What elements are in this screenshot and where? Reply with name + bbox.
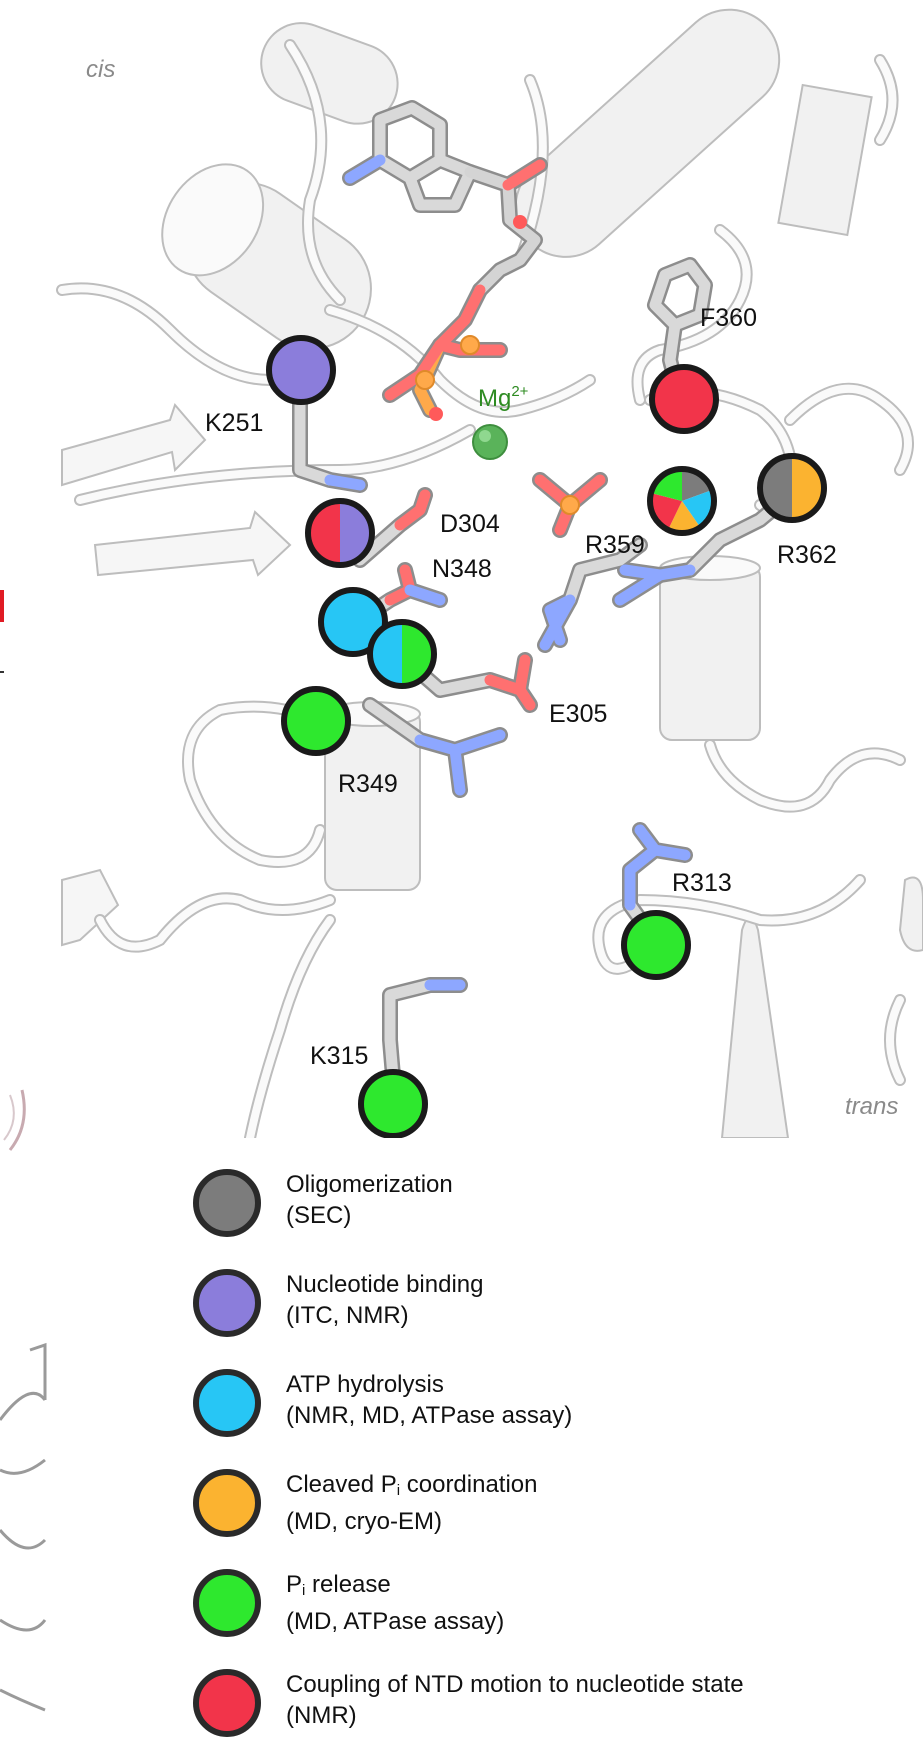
legend-text-oligomerization: Oligomerization (SEC) <box>286 1169 453 1231</box>
legend-text-pi-release: Pi release (MD, ATPase assay) <box>286 1569 504 1637</box>
legend-item-pi-release: Pi release (MD, ATPase assay) <box>193 1569 893 1649</box>
mg-label: Mg2+ <box>478 383 529 412</box>
function-markers <box>266 335 827 1139</box>
oligomerization-swatch <box>193 1169 261 1237</box>
residue-label-r313: R313 <box>672 869 732 897</box>
legend-text-pi-coordination: Cleaved Pi coordination (MD, cryo-EM) <box>286 1469 538 1537</box>
marker-r359 <box>647 466 717 536</box>
legend-methods: (MD, cryo-EM) <box>286 1508 442 1535</box>
protein-cartoon-background <box>61 8 923 1139</box>
legend-methods: (MD, ATPase assay) <box>286 1608 505 1635</box>
legend-item-coupling: Coupling of NTD motion to nucleotide sta… <box>193 1669 893 1749</box>
pi-release-swatch <box>193 1569 261 1637</box>
legend-title: Cleaved Pi coordination <box>286 1471 538 1499</box>
legend-title: ATP hydrolysis <box>286 1371 444 1398</box>
legend-title: Pi release <box>286 1571 391 1599</box>
legend-text-nucleotide-binding: Nucleotide binding (ITC, NMR) <box>286 1269 483 1331</box>
residue-label-r349: R349 <box>338 770 398 798</box>
legend-methods: (NMR) <box>286 1702 357 1729</box>
legend-methods: (ITC, NMR) <box>286 1302 409 1329</box>
marker-k315 <box>358 1069 428 1139</box>
adjacent-panel-remnants <box>0 590 47 1712</box>
legend-title: Coupling of NTD motion to nucleotide sta… <box>286 1671 744 1698</box>
residue-label-r359: R359 <box>585 531 645 559</box>
legend-text-atp-hydrolysis: ATP hydrolysis (NMR, MD, ATPase assay) <box>286 1369 572 1431</box>
residue-label-r362: R362 <box>777 541 837 569</box>
residue-label-e305: E305 <box>549 700 607 728</box>
atp-hydrolysis-swatch <box>193 1369 261 1437</box>
residue-label-d304: D304 <box>440 510 500 538</box>
legend-title: Nucleotide binding <box>286 1271 484 1298</box>
residue-label-n348: N348 <box>432 555 492 583</box>
legend-item-nucleotide-binding: Nucleotide binding (ITC, NMR) <box>193 1269 893 1349</box>
residue-label-k315: K315 <box>310 1042 368 1070</box>
legend-methods: (NMR, MD, ATPase assay) <box>286 1402 573 1429</box>
legend-item-atp-hydrolysis: ATP hydrolysis (NMR, MD, ATPase assay) <box>193 1369 893 1449</box>
legend-methods: (SEC) <box>286 1202 352 1229</box>
marker-f360 <box>649 364 719 434</box>
residue-label-f360: F360 <box>700 304 757 332</box>
residue-labels: K251 F360 D304 R359 R362 N348 E305 R349 … <box>205 304 837 1070</box>
marker-n348 <box>318 587 388 657</box>
mg-ion: Mg2+ <box>472 383 529 460</box>
cis-label: cis <box>86 56 115 83</box>
marker-r313 <box>621 910 691 980</box>
marker-k251 <box>266 335 336 405</box>
coupling-swatch <box>193 1669 261 1737</box>
marker-e305 <box>367 619 437 689</box>
trans-label: trans <box>845 1093 898 1120</box>
pi-coordination-swatch <box>193 1469 261 1537</box>
legend-item-pi-coordination: Cleaved Pi coordination (MD, cryo-EM) <box>193 1469 893 1549</box>
marker-d304 <box>305 498 375 568</box>
nucleotide-binding-swatch <box>193 1269 261 1337</box>
residue-label-k251: K251 <box>205 409 263 437</box>
marker-r362 <box>757 453 827 523</box>
legend-text-coupling: Coupling of NTD motion to nucleotide sta… <box>286 1669 744 1731</box>
legend-item-oligomerization: Oligomerization (SEC) <box>193 1169 893 1249</box>
legend-title: Oligomerization <box>286 1171 453 1198</box>
marker-r349 <box>281 686 351 756</box>
